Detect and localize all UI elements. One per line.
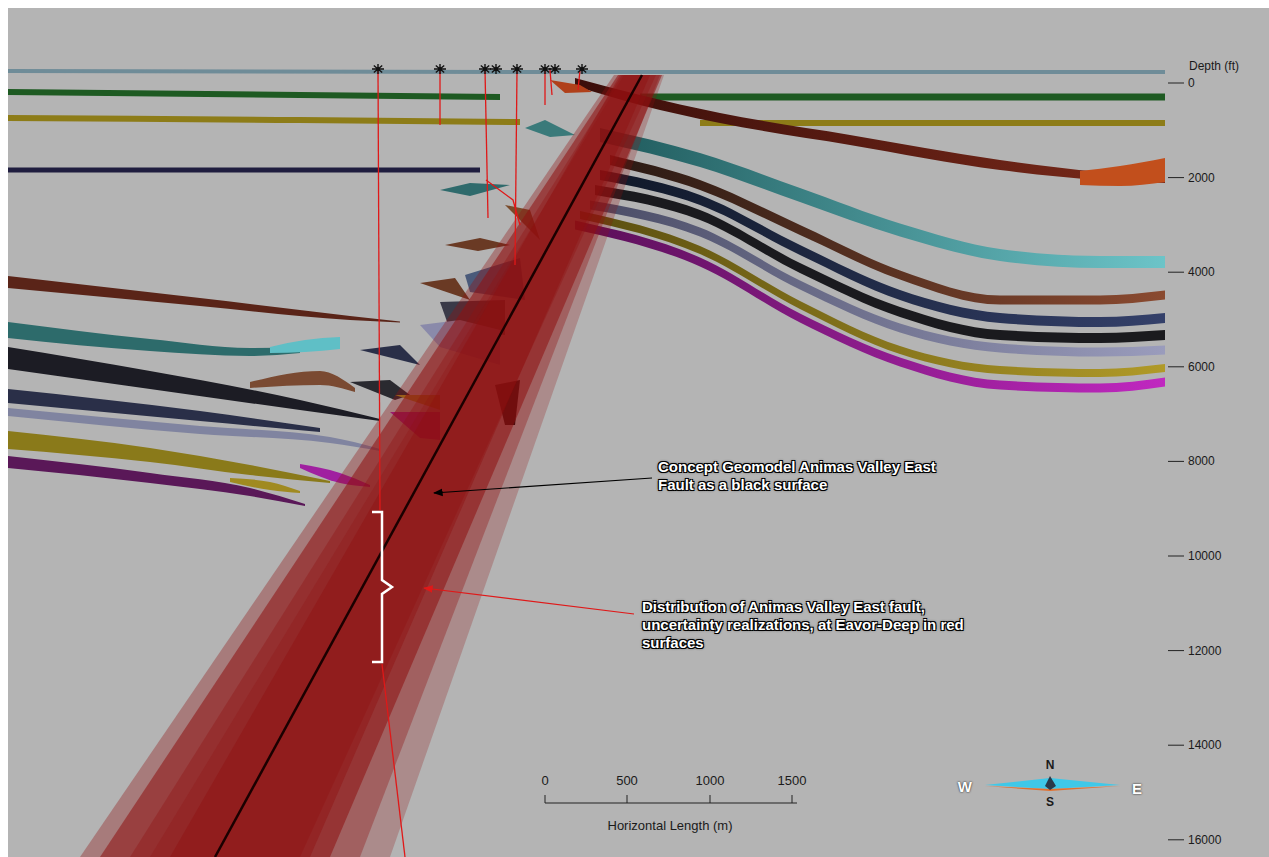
- well-head-symbol: [490, 64, 502, 74]
- compass-letter: E: [1132, 780, 1142, 798]
- background: [8, 8, 1269, 857]
- scale-tick: [627, 795, 628, 803]
- tick-mark: [1168, 650, 1184, 651]
- well-path: [439, 70, 440, 125]
- well-head-symbol: [479, 64, 491, 74]
- depth-tick-label: 0: [1188, 76, 1195, 90]
- depth-tick-label: 8000: [1188, 454, 1215, 468]
- fault-block: [420, 278, 470, 300]
- tick-mark: [1168, 177, 1184, 178]
- horizon-layer: [640, 94, 1165, 101]
- concept-fault: [215, 75, 642, 857]
- fault-block: [550, 80, 592, 93]
- scale-tick: [545, 795, 546, 803]
- tick-mark: [1168, 461, 1184, 462]
- well-path: [378, 70, 380, 510]
- scale-tick: [792, 795, 793, 803]
- horizon-layer: [8, 168, 480, 173]
- tick-mark: [1168, 745, 1184, 746]
- well-path: [544, 70, 545, 105]
- depth-tick-label: 2000: [1188, 170, 1215, 184]
- fault-block: [360, 345, 420, 365]
- wells: [378, 70, 580, 857]
- fault-realizations: [80, 75, 664, 857]
- well-path: [550, 70, 552, 95]
- well-head-symbol: [576, 64, 588, 74]
- annotation: Distribution of Animas Valley East fault…: [642, 598, 987, 652]
- scale-label: 1000: [696, 773, 725, 789]
- leader-line: [434, 478, 652, 493]
- tick-mark: [1168, 83, 1184, 84]
- depth-tick-label: 12000: [1188, 643, 1221, 657]
- horizon-layer: [1080, 158, 1165, 186]
- depth-ticks: [1168, 83, 1184, 840]
- depth-tick-label: 10000: [1188, 549, 1221, 563]
- compass-letter: S: [1046, 795, 1054, 809]
- horizon-layer: [575, 221, 1165, 393]
- scale-label: 500: [616, 773, 638, 789]
- scale-label: 0: [541, 773, 548, 789]
- horizon-layer: [590, 201, 1165, 357]
- horizon-layer: [8, 322, 300, 356]
- leader-line: [424, 588, 634, 614]
- horizon-layer: [8, 276, 400, 323]
- tick-mark: [1168, 556, 1184, 557]
- fault-block: [525, 120, 575, 137]
- scale-bar: [545, 795, 797, 803]
- horizon-layer: [8, 347, 380, 421]
- horizon-layer: [8, 89, 500, 100]
- compass-letter: N: [1046, 758, 1055, 772]
- fault-surface: [150, 75, 664, 857]
- compass-needle: [1045, 776, 1056, 790]
- horizon-layer: [8, 456, 305, 506]
- depth-tick-label: 4000: [1188, 265, 1215, 279]
- well-head-symbol: [511, 64, 523, 74]
- horizon-layer: [8, 115, 520, 125]
- well-path: [485, 70, 488, 218]
- horizon-layer: [8, 69, 1165, 74]
- tick-mark: [1168, 839, 1184, 840]
- bracket: [372, 512, 392, 662]
- depth-tick-label: 14000: [1188, 738, 1221, 752]
- well-heads: [372, 64, 588, 74]
- depth-tick-label: 16000: [1188, 833, 1221, 847]
- scale-label: 1500: [778, 773, 807, 789]
- horizon-layer: [270, 337, 340, 353]
- compass: [985, 776, 1120, 791]
- well-head-symbol: [434, 64, 446, 74]
- annotation: Concept Geomodel Animas Valley East Faul…: [658, 458, 958, 494]
- tick-mark: [1168, 272, 1184, 273]
- well-path: [382, 664, 405, 857]
- well-path: [515, 70, 517, 265]
- depth-tick-label: 6000: [1188, 360, 1215, 374]
- well-path: [578, 70, 580, 90]
- horizon-layer: [230, 478, 300, 493]
- horizon-layer: [8, 431, 330, 483]
- axis-title: Depth (ft): [1189, 59, 1239, 73]
- scale-title: Horizontal Length (m): [608, 818, 733, 834]
- compass-letter: W: [958, 778, 972, 796]
- well-head-symbol: [549, 64, 561, 74]
- fault-surface: [170, 75, 650, 857]
- tick-mark: [1168, 366, 1184, 367]
- scale-tick: [710, 795, 711, 803]
- horizon-layer: [575, 78, 1165, 183]
- horizon-layer: [250, 371, 355, 392]
- well-head-symbol: [372, 64, 384, 74]
- scale-line: [545, 803, 797, 804]
